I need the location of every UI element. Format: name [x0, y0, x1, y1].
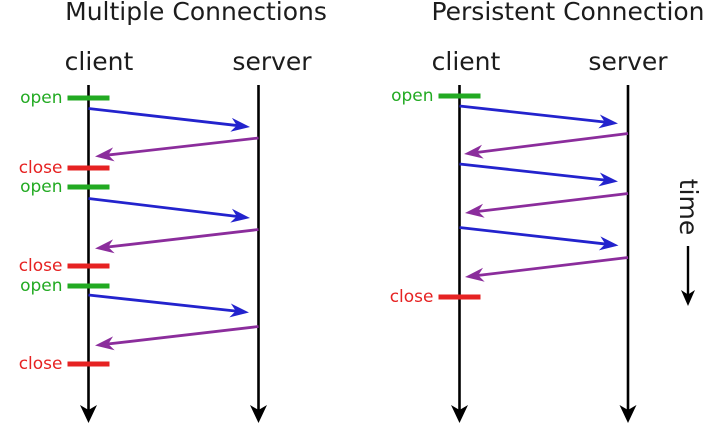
request-arrow-shaft — [459, 226, 609, 246]
response-arrow-shaft — [475, 256, 629, 278]
request-arrow-shaft — [88, 293, 239, 313]
request-arrow-head — [230, 208, 250, 223]
panel-title-persistent-connection: Persistent Connection — [431, 0, 705, 26]
request-arrow-head — [230, 117, 250, 132]
response-arrow-head — [465, 267, 485, 282]
close-label: close — [18, 256, 63, 276]
panel-title-multiple-connections: Multiple Connections — [65, 0, 327, 26]
close-label: close — [18, 354, 63, 374]
close-label: close — [18, 158, 63, 178]
client-lifeline-arrowhead — [80, 405, 97, 423]
request-arrow-head — [229, 303, 249, 318]
server-lifeline-label: server — [588, 47, 668, 76]
response-arrow-shaft — [475, 192, 629, 214]
open-label: open — [20, 177, 63, 197]
time-arrow-head — [681, 290, 695, 306]
close-label: close — [389, 287, 434, 307]
response-arrow-head — [95, 239, 115, 254]
response-arrow-head — [95, 147, 115, 162]
server-lifeline-arrowhead — [250, 405, 267, 423]
response-arrow-head — [95, 336, 115, 351]
open-label: open — [20, 276, 63, 296]
request-arrow-shaft — [459, 162, 608, 182]
time-axis-label: time — [674, 178, 703, 236]
response-arrow-shaft — [105, 325, 259, 346]
response-arrow-shaft — [105, 136, 259, 157]
request-arrow-head — [598, 114, 618, 129]
response-arrow-head — [464, 144, 484, 159]
request-arrow-head — [598, 236, 619, 251]
response-arrow-shaft — [474, 132, 629, 155]
request-arrow-head — [598, 172, 618, 187]
response-arrow-shaft — [105, 228, 259, 249]
request-arrow-shaft — [88, 197, 240, 219]
client-lifeline-label: client — [64, 47, 134, 76]
client-lifeline-label: client — [431, 47, 501, 76]
server-lifeline-label: server — [232, 47, 312, 76]
request-arrow-shaft — [88, 107, 240, 128]
response-arrow-head — [465, 203, 485, 218]
server-lifeline-arrowhead — [619, 405, 637, 423]
open-label: open — [391, 86, 434, 106]
open-label: open — [20, 88, 63, 108]
request-arrow-shaft — [459, 104, 608, 124]
client-lifeline-arrowhead — [451, 405, 468, 423]
